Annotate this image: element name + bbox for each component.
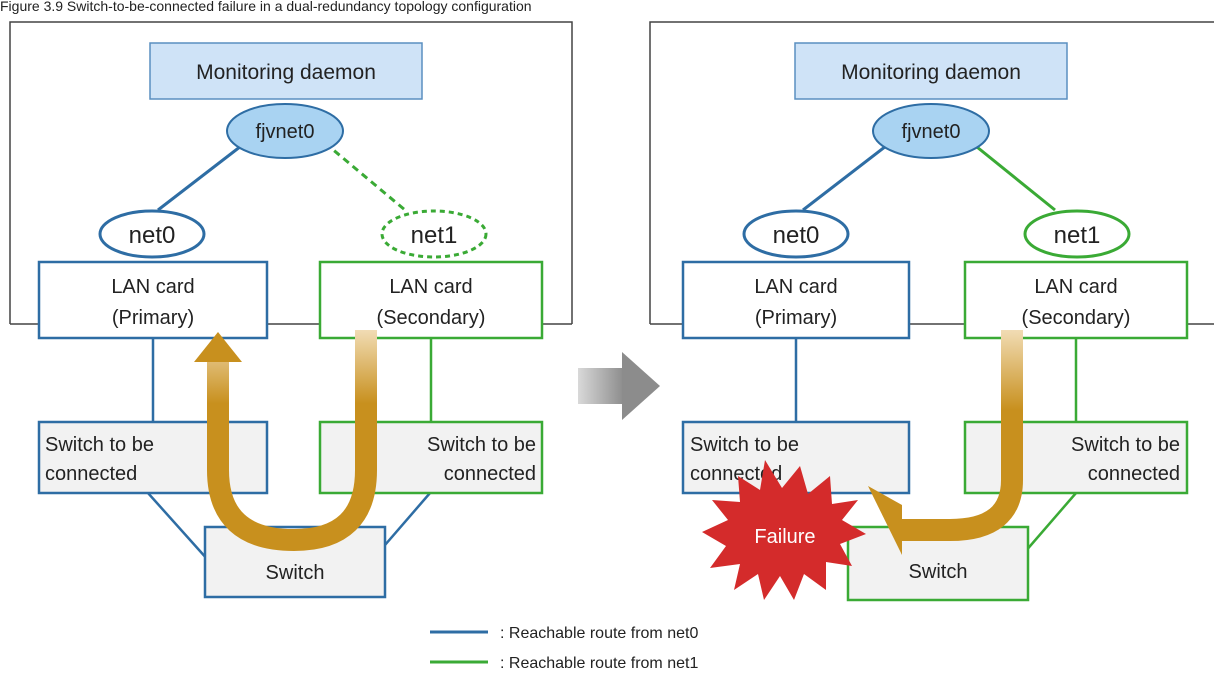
- net0-ellipse: [742, 209, 850, 259]
- switch-left-line1: Switch to be: [45, 434, 154, 456]
- monitoring-path-arrow: [207, 330, 377, 551]
- central-switch-label: Switch: [266, 562, 325, 584]
- fjvnet0-label: fjvnet0: [256, 121, 315, 143]
- figure-caption: Figure 3.9 Switch-to-be-connected failur…: [0, 0, 532, 14]
- monitoring-path-arrow: [900, 330, 1023, 541]
- lan-card-primary-line2: (Primary): [755, 307, 837, 329]
- lan-card-secondary-line1: LAN card: [389, 276, 472, 298]
- monitoring-daemon-box: [794, 42, 1068, 100]
- monitoring-daemon-label: Monitoring daemon: [841, 61, 1021, 84]
- right-panel: Monitoring daemon fjvnet0 net0 net1 LAN …: [649, 21, 1214, 602]
- net0-label: net0: [773, 222, 820, 249]
- switch-right-line2: connected: [444, 463, 536, 485]
- switch-right-line2: connected: [1088, 463, 1180, 485]
- lan-card-secondary-line1: LAN card: [1034, 276, 1117, 298]
- switch-left-line2: connected: [690, 463, 782, 485]
- net1-ellipse: [380, 209, 488, 259]
- central-switch-label: Switch: [909, 561, 968, 583]
- net0-label: net0: [129, 222, 176, 249]
- fjvnet0-ellipse: [872, 103, 990, 159]
- legend-net0-text: : Reachable route from net0: [500, 625, 698, 642]
- server-frame: [9, 21, 573, 324]
- link-fjvnet0-net0: [157, 141, 246, 212]
- link-fjvnet0-net0: [802, 141, 891, 212]
- lan-card-primary-line1: LAN card: [111, 276, 194, 298]
- net1-label: net1: [1054, 222, 1101, 249]
- monitoring-path-arrowhead: [194, 332, 242, 362]
- lan-card-secondary-line2: (Secondary): [1022, 307, 1131, 329]
- legend: : Reachable route from net0 : Reachable …: [430, 625, 698, 672]
- legend-net1-text: : Reachable route from net1: [500, 655, 698, 672]
- lan-card-secondary: [318, 260, 544, 340]
- net0-ellipse: [98, 209, 206, 259]
- net1-ellipse: [1023, 209, 1131, 259]
- link-fjvnet0-net1: [971, 141, 1056, 212]
- fjvnet0-ellipse: [226, 103, 344, 159]
- net1-label: net1: [411, 222, 458, 249]
- left-panel: Monitoring daemon fjvnet0 net0 net1 LAN …: [9, 21, 573, 599]
- failure-label: Failure: [754, 526, 815, 548]
- failure-starburst: [702, 460, 866, 600]
- server-frame: [649, 21, 1214, 324]
- lan-card-secondary: [963, 260, 1189, 340]
- lan-card-primary: [37, 260, 269, 340]
- monitoring-path-arrowhead: [868, 486, 902, 555]
- lan-card-primary: [681, 260, 911, 340]
- transition-arrow: [578, 352, 660, 420]
- switch-left-line1: Switch to be: [690, 434, 799, 456]
- switch-right-line1: Switch to be: [427, 434, 536, 456]
- lan-card-primary-line1: LAN card: [754, 276, 837, 298]
- monitoring-daemon-label: Monitoring daemon: [196, 61, 376, 84]
- link-left-switch-to-switch: [147, 492, 209, 561]
- switch-left-line2: connected: [45, 463, 137, 485]
- lan-card-secondary-line2: (Secondary): [377, 307, 486, 329]
- lan-card-primary-line2: (Primary): [112, 307, 194, 329]
- fjvnet0-label: fjvnet0: [902, 121, 961, 143]
- monitoring-daemon-box: [149, 42, 423, 100]
- switch-right-line1: Switch to be: [1071, 434, 1180, 456]
- link-fjvnet0-net1: [324, 141, 406, 212]
